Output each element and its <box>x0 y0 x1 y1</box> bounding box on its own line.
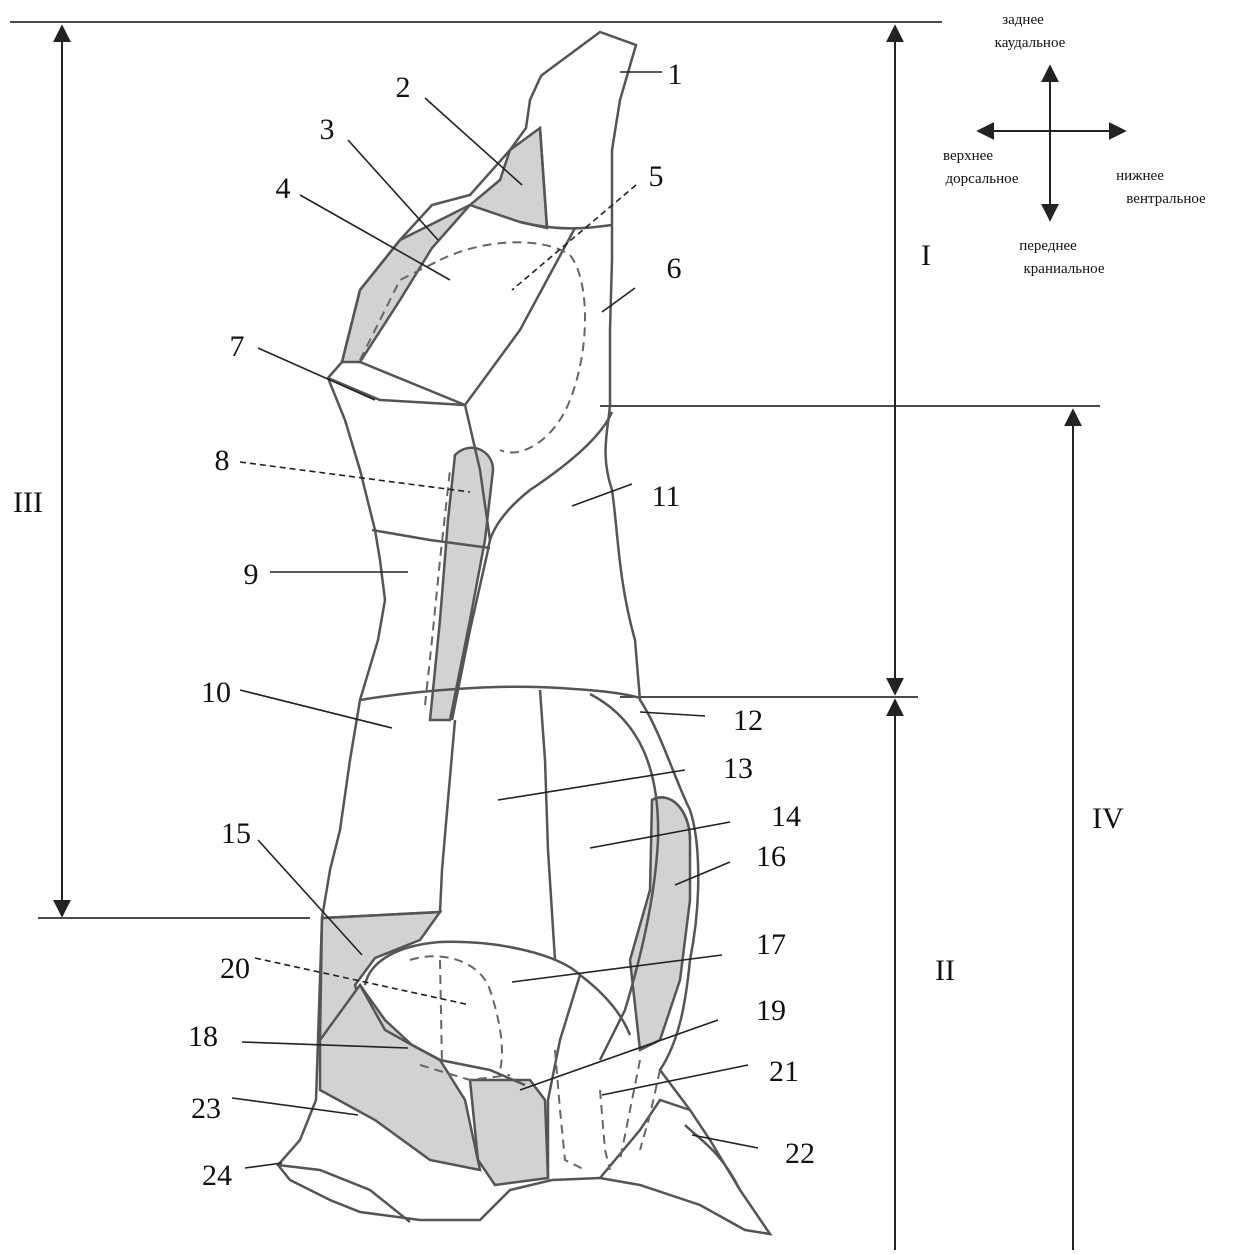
shaded-part-2 <box>470 128 547 228</box>
dir-up-line2: каудальное <box>995 35 1066 51</box>
part-label-14: 14 <box>771 800 801 833</box>
direction-compass <box>978 66 1125 220</box>
dir-up-line1: заднее <box>1002 12 1044 28</box>
part-label-12: 12 <box>733 704 763 737</box>
dashed-contour-21b <box>620 1060 640 1160</box>
dir-down-line2: краниальное <box>1024 261 1105 277</box>
part-label-6: 6 <box>667 252 682 285</box>
region-iii-label: III <box>13 486 43 519</box>
part-label-19: 19 <box>756 994 786 1027</box>
part-label-22: 22 <box>785 1137 815 1170</box>
leader-6 <box>602 288 635 312</box>
leader-3 <box>348 140 438 240</box>
region-ii-label: II <box>935 954 955 987</box>
dir-down-line1: переднее <box>1019 238 1077 254</box>
line-21 <box>600 1100 690 1178</box>
part-label-10: 10 <box>201 676 231 709</box>
leader-15 <box>258 840 362 955</box>
part-label-3: 3 <box>320 113 335 146</box>
line-13 <box>540 690 555 960</box>
part-label-2: 2 <box>396 71 411 104</box>
part-label-11: 11 <box>652 480 681 513</box>
region-i-label: I <box>921 239 931 272</box>
part-label-8: 8 <box>215 444 230 477</box>
part-label-7: 7 <box>230 330 245 363</box>
line-4-5 <box>465 228 575 405</box>
shaded-part-3 <box>342 205 470 362</box>
part-label-20: 20 <box>220 952 250 985</box>
leader-19 <box>520 1020 718 1090</box>
shaded-part-23 <box>320 985 480 1170</box>
dir-right-line2: вентральное <box>1126 191 1206 207</box>
dir-left-line2: дорсальное <box>946 171 1019 187</box>
part-label-21: 21 <box>769 1055 799 1088</box>
leader-17 <box>512 955 722 982</box>
part-label-15: 15 <box>221 817 251 850</box>
part-label-1: 1 <box>668 58 683 91</box>
dashed-contour-21a <box>600 1090 610 1170</box>
part-label-13: 13 <box>723 752 753 785</box>
part-label-9: 9 <box>244 558 259 591</box>
part-label-16: 16 <box>756 840 786 873</box>
part-label-4: 4 <box>276 172 291 205</box>
line-24 <box>278 1165 410 1222</box>
leader-10 <box>240 690 392 728</box>
part-label-5: 5 <box>649 160 664 193</box>
shaded-part-19 <box>470 1080 548 1185</box>
dir-left-line1: верхнее <box>943 148 993 164</box>
leader-8 <box>240 462 470 492</box>
dashed-contour-6 <box>440 242 585 452</box>
part-label-24: 24 <box>202 1159 232 1192</box>
dir-right-line1: нижнее <box>1116 168 1164 184</box>
leader-24 <box>245 1163 282 1168</box>
dashed-contour-20 <box>440 960 442 1065</box>
dashed-contour-21c <box>640 1070 660 1150</box>
part-label-18: 18 <box>188 1020 218 1053</box>
region-iv-label: IV <box>1092 802 1124 835</box>
part-label-17: 17 <box>756 928 786 961</box>
leader-2 <box>425 98 522 185</box>
part-label-23: 23 <box>191 1092 221 1125</box>
leader-11 <box>572 484 632 506</box>
